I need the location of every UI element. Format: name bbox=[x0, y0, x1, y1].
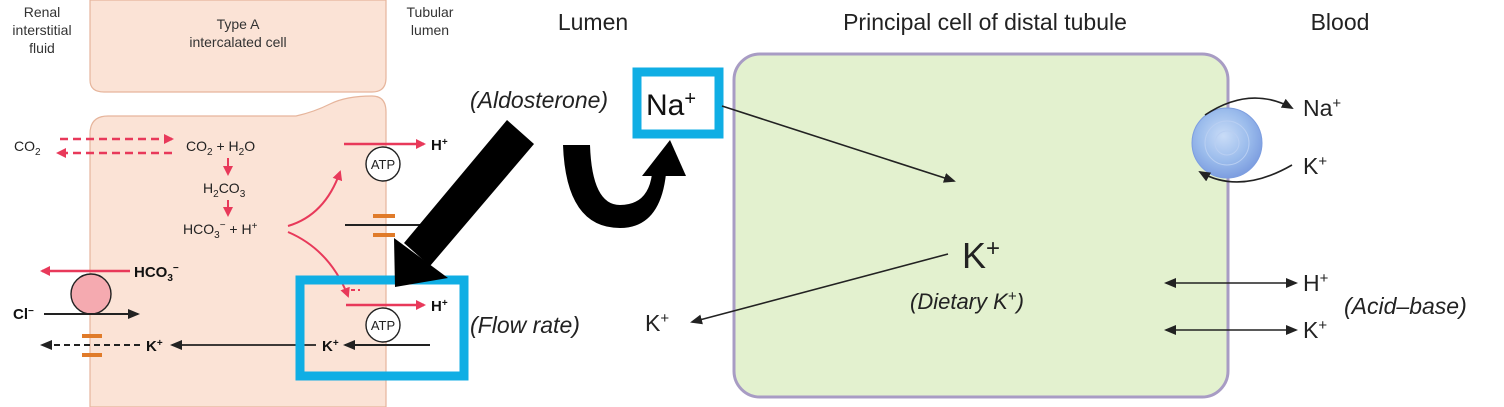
type-a-cell-body bbox=[89, 95, 387, 407]
renal-interstitial-label-1: Renal bbox=[24, 4, 61, 20]
atp-top-circle bbox=[365, 146, 401, 182]
principal-cell-title: Principal cell of distal tubule bbox=[843, 9, 1127, 35]
type-a-cell-label-1: Type A bbox=[217, 16, 260, 32]
k-center-label: K+ bbox=[962, 235, 1000, 276]
cl-hco3-exchanger bbox=[70, 273, 112, 315]
flow-rate-label: (Flow rate) bbox=[470, 312, 580, 338]
highlight-box-na bbox=[632, 67, 724, 139]
type-a-cell-top bbox=[89, 0, 387, 93]
na-blood-label: Na+ bbox=[1303, 95, 1341, 121]
k-lumen-label: K+ bbox=[645, 310, 669, 336]
h-bottom-label: H+ bbox=[431, 298, 448, 315]
na-out-arrow bbox=[1204, 97, 1294, 116]
cl-label: Cl− bbox=[13, 306, 34, 323]
sphere-ring-1 bbox=[1214, 130, 1240, 156]
na-reabsorb-arrow bbox=[721, 105, 956, 183]
k-blood2-label: K+ bbox=[1303, 317, 1327, 343]
h2co3-label: H2CO3 bbox=[203, 180, 246, 200]
lumen-title: Lumen bbox=[558, 9, 628, 35]
h-to-bottom-pump-arrow bbox=[287, 231, 350, 298]
atp-bottom-circle bbox=[365, 307, 401, 343]
left-panel: Renal interstitial fluid Type A intercal… bbox=[12, 0, 469, 407]
na-lumen-label: Na+ bbox=[646, 88, 696, 122]
k-in-blood-arrow bbox=[1198, 164, 1293, 183]
hco3-out-label: HCO3− bbox=[134, 263, 179, 284]
right-panel: Lumen Principal cell of distal tubule Bl… bbox=[470, 9, 1467, 399]
k-in-label: K+ bbox=[322, 338, 339, 355]
acid-base-label: (Acid–base) bbox=[1344, 293, 1467, 319]
hco3-h-label: HCO3− + H+ bbox=[183, 220, 258, 241]
aldosterone-label: (Aldosterone) bbox=[470, 87, 608, 113]
big-pointer-arrow bbox=[394, 120, 534, 287]
na-k-pump-sphere bbox=[1191, 107, 1263, 179]
blood-title: Blood bbox=[1311, 9, 1370, 35]
dietary-k-label: (Dietary K+) bbox=[910, 288, 1024, 314]
h-blood-label: H+ bbox=[1303, 270, 1329, 296]
tubular-lumen-label-1: Tubular bbox=[407, 4, 454, 20]
tubular-lumen-label-2: lumen bbox=[411, 22, 449, 38]
k-blood-label: K+ bbox=[1303, 153, 1327, 179]
renal-interstitial-label-3: fluid bbox=[29, 40, 55, 56]
h-to-top-pump-arrow bbox=[287, 170, 343, 227]
atp-bottom-label: ATP bbox=[371, 318, 395, 333]
sphere-ring-2 bbox=[1204, 120, 1250, 166]
renal-interstitial-label-2: interstitial bbox=[12, 22, 71, 38]
principal-cell bbox=[732, 52, 1230, 399]
type-a-cell-label-2: intercalated cell bbox=[189, 34, 286, 50]
k-left-label: K+ bbox=[146, 338, 163, 355]
atp-top-label: ATP bbox=[371, 157, 395, 172]
co2-left-label: CO2 bbox=[14, 138, 41, 158]
highlight-box-pump bbox=[295, 275, 469, 381]
h-top-label: H+ bbox=[431, 137, 448, 154]
k-secretion-arrow bbox=[690, 253, 949, 325]
co2-h2o-label: CO2 + H2O bbox=[186, 138, 255, 158]
u-turn-arrow bbox=[563, 140, 686, 228]
